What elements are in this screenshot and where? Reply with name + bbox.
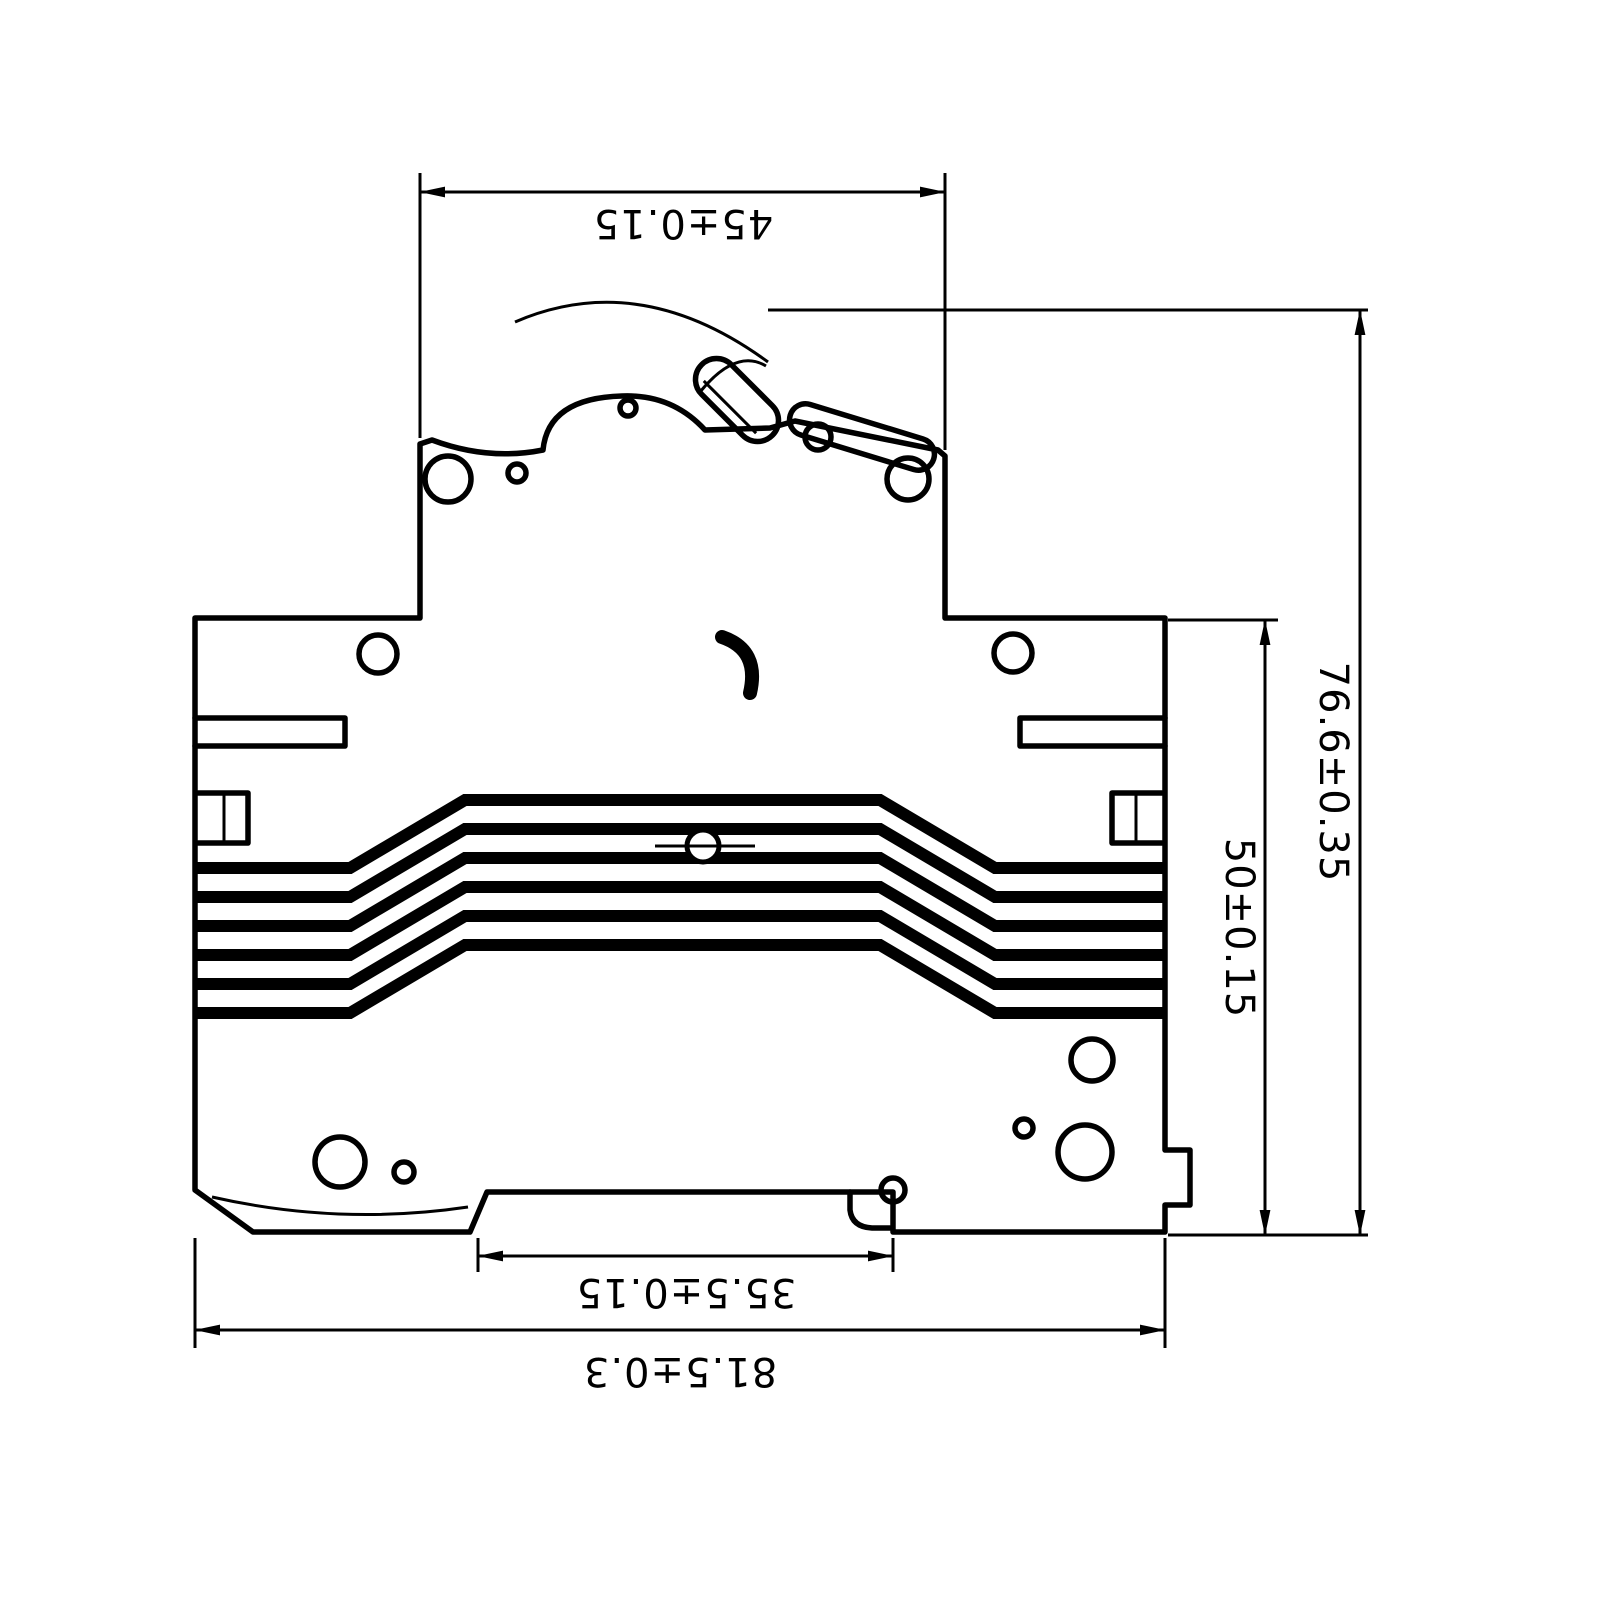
dim-label-overall-width: 81.5±0.3 [583,1348,777,1394]
dim-label-overall-height: 76.6±0.35 [1310,662,1356,883]
curved-slot [715,630,760,700]
handle-travel-arc-short [698,359,767,393]
pin-hole-lower-left-small [391,1159,417,1185]
body-outline-path [192,393,1193,1235]
terminal-hole-right-large [1055,1122,1115,1182]
din-slot-hook [847,1189,893,1231]
trip-linkage [786,401,938,473]
clip-detent-left [195,790,251,846]
dimension-overall-width: 81.5±0.3 [193,1238,1167,1394]
dimension-din-slot-width: 35.5±0.15 [476,1238,895,1315]
pin-hole-lower-right-small [1012,1116,1036,1140]
pin-hole-top-left-small [505,461,529,485]
dim-label-body-height: 50±0.15 [1216,838,1262,1018]
rivet-hole-top-left [422,453,474,505]
dim-label-din-slot-width: 35.5±0.15 [576,1269,797,1315]
dimension-top-width: 45±0.15 [418,173,947,450]
dimension-body-height: 50±0.15 [1168,618,1278,1236]
shoulder-hole-left [356,632,400,676]
terminal-hole-left [312,1134,368,1190]
handle-travel-arc [514,300,769,364]
rivet-hole-top-right [884,455,932,503]
din-slot-hook-hole [878,1175,908,1205]
bottom-relief-curve [211,1195,469,1217]
toggle-handle-inner-line [702,379,758,435]
trip-linkage-outline [786,401,938,473]
breaker-body [192,300,1193,1235]
terminal-hole-right [1068,1036,1116,1084]
clip-detent-right [1109,790,1165,846]
side-slot-left [192,715,348,749]
dimension-overall-height: 76.6±0.35 [768,308,1368,1237]
pin-hole-dome [617,397,639,419]
dim-label-top-width: 45±0.15 [593,200,773,246]
stepped-vent-band [195,794,1165,1019]
linkage-pivot-hole [802,421,834,453]
side-slot-right [1017,715,1168,749]
toggle-handle [692,355,782,445]
toggle-handle-outline [692,355,782,445]
shoulder-hole-right [991,631,1035,675]
